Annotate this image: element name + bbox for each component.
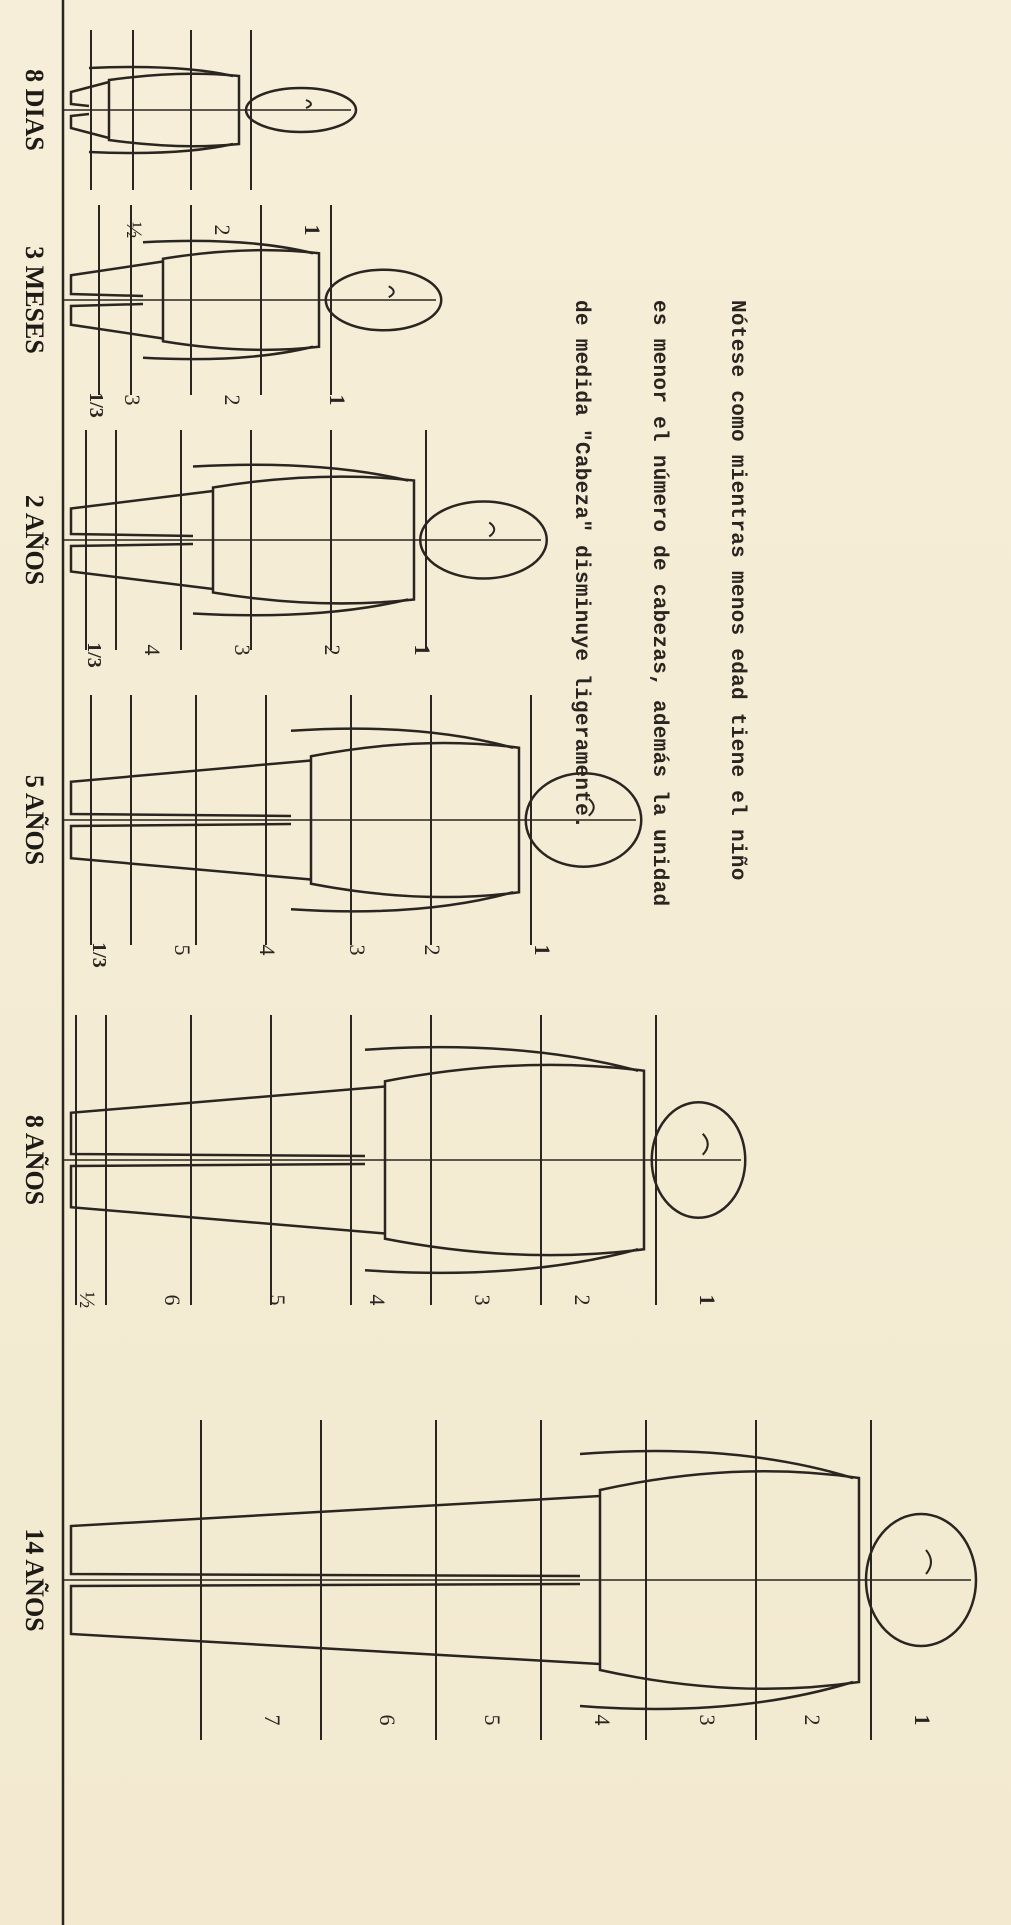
head-count-number: 1 — [324, 380, 350, 420]
head-count-number: 1 — [299, 210, 325, 250]
head-count-number: 6 — [159, 1280, 185, 1320]
age-label: 8 DIAS — [19, 10, 49, 210]
right-leg — [71, 544, 213, 589]
age-label: 5 AÑOS — [19, 720, 49, 920]
age-label: 8 AÑOS — [19, 1060, 49, 1260]
head-count-number: 2 — [419, 930, 445, 970]
head-count-number: 2 — [319, 630, 345, 670]
head-count-number: 1 — [909, 1700, 935, 1740]
ear-mark — [926, 1550, 931, 1574]
head-count-number: 2 — [799, 1700, 825, 1740]
left-leg — [71, 1087, 385, 1157]
head-count-number: 5 — [169, 930, 195, 970]
head-count-number: 5 — [479, 1700, 505, 1740]
head-count-number: 1 — [694, 1280, 720, 1320]
ear-mark — [703, 1134, 708, 1155]
head-count-number: 4 — [589, 1700, 615, 1740]
right-leg — [71, 824, 311, 880]
head-count-number: 1/3 — [87, 930, 110, 980]
head-count-number: 2 — [209, 210, 235, 250]
head-count-number: 1 — [409, 630, 435, 670]
age-label: 14 AÑOS — [19, 1480, 49, 1680]
left-leg — [71, 761, 311, 817]
age-label: 3 MESES — [19, 200, 49, 400]
head-count-number: 5 — [264, 1280, 290, 1320]
left-leg — [71, 262, 163, 297]
head-count-number: 4 — [139, 630, 165, 670]
note-line-2: es menor el número de cabezas, además la… — [645, 300, 671, 1000]
right-leg — [71, 1164, 385, 1234]
left-leg — [71, 1496, 600, 1576]
head-count-number: 2 — [219, 380, 245, 420]
head-count-number: 4 — [364, 1280, 390, 1320]
head-count-number: 4 — [254, 930, 280, 970]
ear-mark — [306, 100, 311, 108]
head-count-number: 3 — [229, 630, 255, 670]
head-count-number: ½ — [74, 1280, 100, 1320]
head-count-number: 1/3 — [84, 380, 107, 430]
head-count-number: 7 — [259, 1700, 285, 1740]
head-count-number: 3 — [469, 1280, 495, 1320]
age-label: 2 AÑOS — [19, 440, 49, 640]
note-line-1: Nótese como mientras menos edad tiene el… — [723, 300, 749, 1000]
ear-mark — [389, 286, 394, 297]
head-count-number: ½ — [121, 210, 147, 250]
head-count-number: 1 — [529, 930, 555, 970]
right-leg — [71, 304, 163, 339]
head-count-number: 3 — [344, 930, 370, 970]
note-line-3: de medida "Cabeza" disminuye ligeramente… — [567, 300, 593, 1000]
explanatory-note: Nótese como mientras menos edad tiene el… — [515, 300, 801, 1000]
head-count-number: 3 — [694, 1700, 720, 1740]
head-count-number: 3 — [119, 380, 145, 420]
left-leg — [71, 491, 213, 536]
head-count-number: 1/3 — [82, 630, 105, 680]
right-leg — [71, 1584, 600, 1664]
ear-mark — [489, 523, 494, 537]
head-count-number: 2 — [569, 1280, 595, 1320]
head-count-number: 6 — [374, 1700, 400, 1740]
